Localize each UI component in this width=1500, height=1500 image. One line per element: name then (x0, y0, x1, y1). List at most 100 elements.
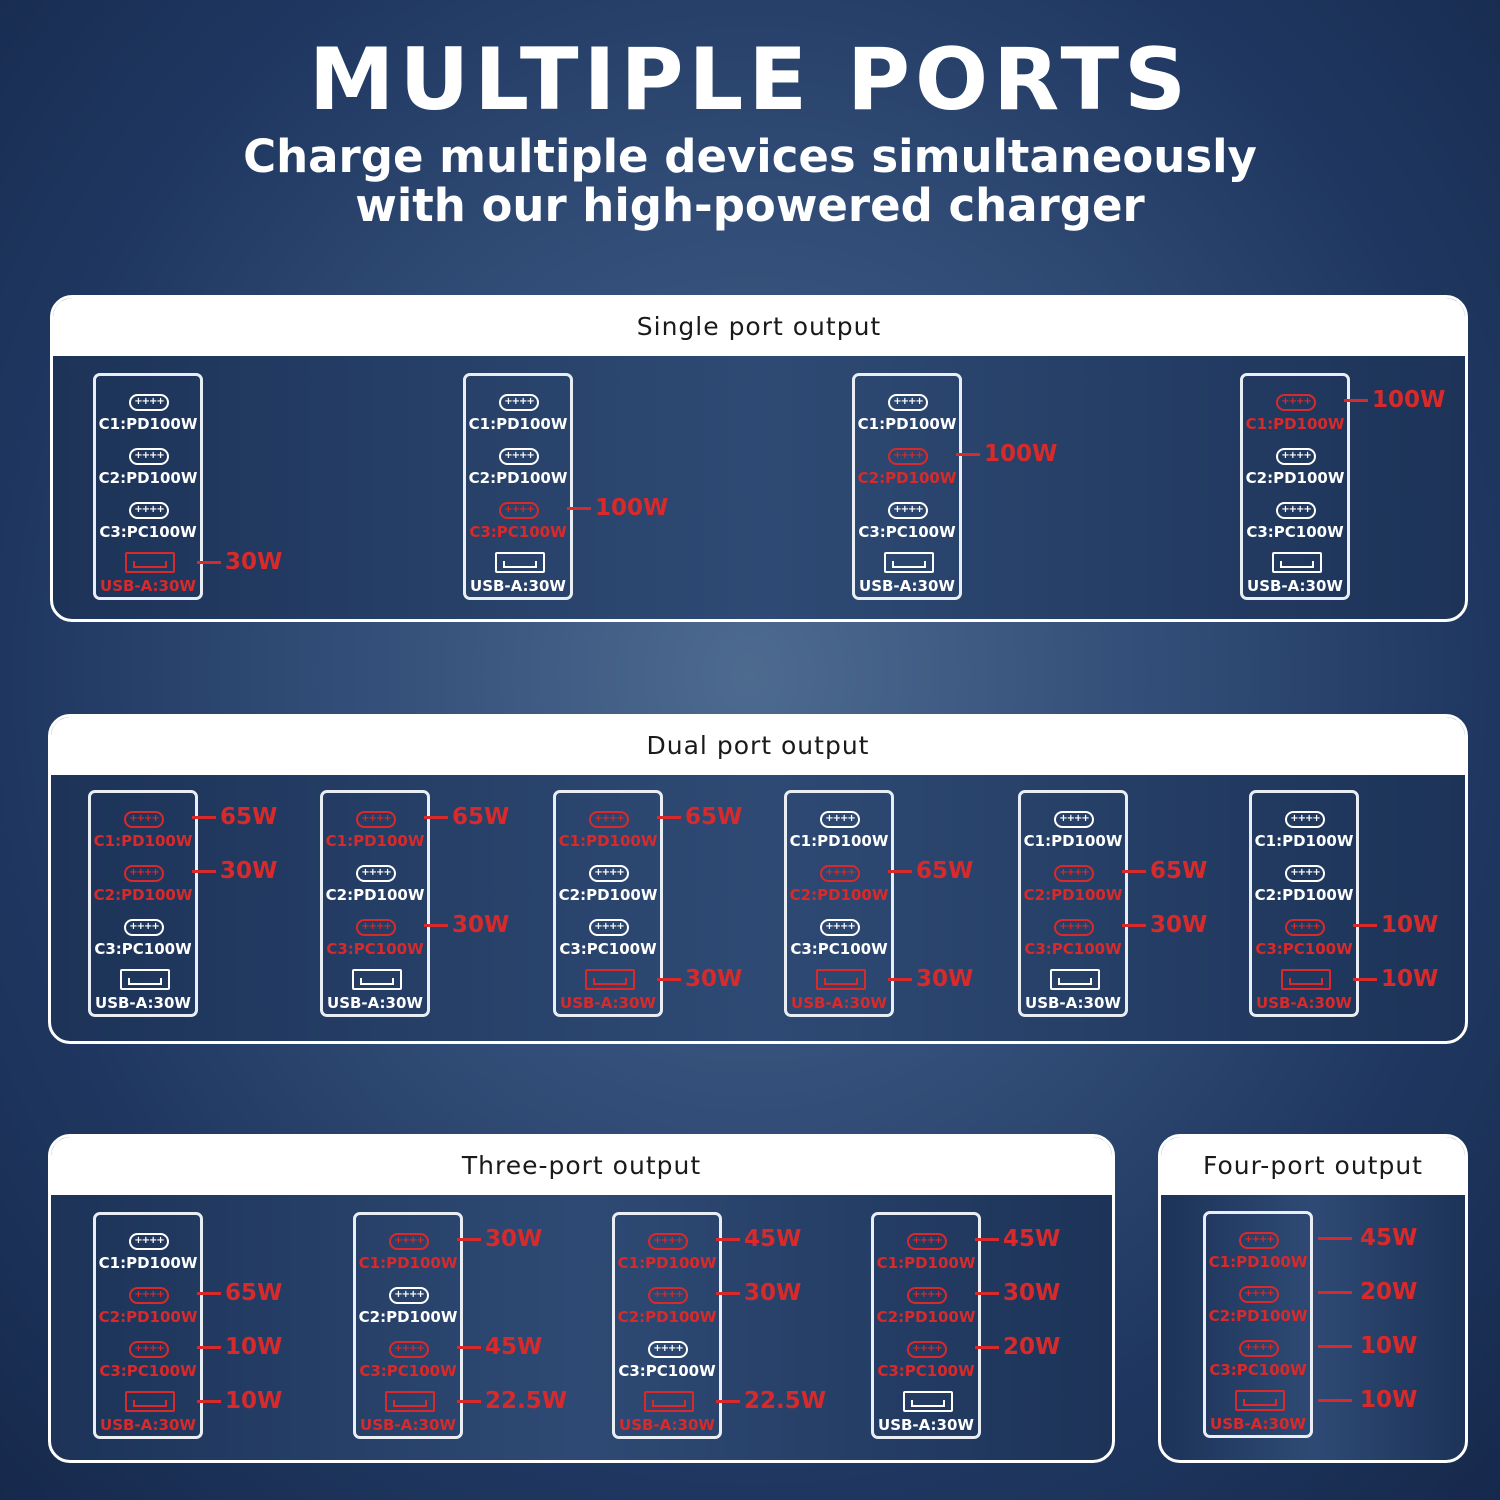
usb-c-port-icon: ++++ (356, 919, 396, 936)
output-arrow (1318, 1345, 1352, 1348)
usb-a-port-icon (903, 1391, 953, 1412)
output-arrow (197, 1400, 221, 1403)
port-label: C1:PD100W (1254, 832, 1354, 850)
port-label: USB-A:30W (560, 994, 656, 1012)
port-c2-pd100w: ++++C2:PD100W (855, 440, 959, 494)
output-watt-label: 45W (1003, 1226, 1061, 1252)
usb-c-port-icon: ++++ (907, 1233, 947, 1250)
port-c3-pc100w: ++++C3:PC100W (556, 911, 660, 965)
panel-title: Three-port output (51, 1137, 1112, 1195)
usb-c-port-icon: ++++ (1276, 502, 1316, 519)
usb-c-port-icon: ++++ (1285, 865, 1325, 882)
output-arrow (716, 1292, 740, 1295)
usb-c-port-icon: ++++ (129, 1287, 169, 1304)
output-watt-label: 10W (1381, 966, 1439, 992)
usb-c-port-icon: ++++ (124, 811, 164, 828)
port-label: C2:PD100W (1254, 886, 1354, 904)
output-arrow (716, 1400, 740, 1403)
output-watt-label: 30W (1003, 1280, 1061, 1306)
panel-dual-port-output: Dual port output++++C1:PD100W++++C2:PD10… (48, 714, 1468, 1044)
port-label: C3:PC100W (877, 1362, 975, 1380)
port-label: C2:PD100W (98, 1308, 198, 1326)
output-arrow (197, 1292, 221, 1295)
panel-title: Single port output (53, 298, 1465, 356)
usb-c-port-icon: ++++ (1239, 1340, 1279, 1357)
usb-a-port-icon (125, 1391, 175, 1412)
port-label: C2:PD100W (857, 469, 957, 487)
output-arrow (1318, 1399, 1352, 1402)
output-arrow (657, 978, 681, 981)
output-watt-label: 65W (916, 858, 974, 884)
port-usb-a-30w: USB-A:30W (96, 1387, 200, 1441)
port-c1-pd100w: ++++C1:PD100W (1243, 386, 1347, 440)
panel-title: Four-port output (1161, 1137, 1465, 1195)
port-c3-pc100w: ++++C3:PC100W (1206, 1332, 1310, 1386)
port-c1-pd100w: ++++C1:PD100W (855, 386, 959, 440)
output-watt-label: 65W (685, 804, 743, 830)
port-c1-pd100w: ++++ C1:PD100W (91, 803, 195, 857)
output-arrow (457, 1238, 481, 1241)
port-c1-pd100w: ++++C1:PD100W (96, 386, 200, 440)
output-watt-label: 30W (452, 912, 510, 938)
output-arrow (1344, 399, 1368, 402)
port-usb-a-30w: USB-A:30W (1243, 548, 1347, 602)
port-label: C2:PD100W (789, 886, 889, 904)
port-usb-a-30w: USB-A:30W (96, 548, 200, 602)
port-c3-pc100w: ++++C3:PC100W (1252, 911, 1356, 965)
port-c3-pc100w: ++++C3:PC100W (615, 1333, 719, 1387)
usb-c-port-icon: ++++ (820, 919, 860, 936)
port-c3-pc100w: ++++C3:PC100W (787, 911, 891, 965)
usb-c-port-icon: ++++ (124, 919, 164, 936)
port-label: USB-A:30W (1025, 994, 1121, 1012)
port-label: C1:PD100W (93, 832, 193, 850)
port-c2-pd100w: ++++ C2:PD100W (787, 857, 891, 911)
usb-c-port-icon: ++++ (1285, 811, 1325, 828)
port-label: USB-A:30W (327, 994, 423, 1012)
output-watt-label: 65W (1150, 858, 1208, 884)
subtitle-line-2: with our high-powered charger (355, 179, 1145, 232)
output-watt-label: 100W (595, 495, 669, 521)
port-label: USB-A:30W (470, 577, 566, 595)
output-watt-label: 10W (225, 1388, 283, 1414)
panel-four-port-output: Four-port output++++C1:PD100W++++C2:PD10… (1158, 1134, 1468, 1463)
usb-c-port-icon: ++++ (389, 1341, 429, 1358)
output-arrow (192, 816, 216, 819)
port-label: USB-A:30W (619, 1416, 715, 1434)
port-c1-pd100w: ++++C1:PD100W (356, 1225, 460, 1279)
port-label: USB-A:30W (878, 1416, 974, 1434)
port-label: C2:PD100W (1245, 469, 1345, 487)
port-usb-a-30w: USB-A:30W (323, 965, 427, 1019)
output-arrow (975, 1238, 999, 1241)
port-c3-pc100w: ++++C3:PC100W (96, 1333, 200, 1387)
port-c3-pc100w: ++++C3:PC100W (874, 1333, 978, 1387)
output-arrow (197, 561, 221, 564)
usb-c-port-icon: ++++ (907, 1287, 947, 1304)
usb-c-port-icon: ++++ (648, 1233, 688, 1250)
usb-c-port-icon: ++++ (356, 811, 396, 828)
usb-c-port-icon: ++++ (820, 865, 860, 882)
port-label: C1:PD100W (468, 415, 568, 433)
port-c3-pc100w: ++++C3:PC100W (356, 1333, 460, 1387)
output-watt-label: 22.5W (744, 1388, 827, 1414)
output-watt-label: 10W (225, 1334, 283, 1360)
port-label: C3:PC100W (1246, 523, 1344, 541)
port-label: C1:PD100W (876, 1254, 976, 1272)
output-arrow (716, 1238, 740, 1241)
port-usb-a-30w: USB-A:30W (1252, 965, 1356, 1019)
output-arrow (1318, 1237, 1352, 1240)
port-label: C2:PD100W (358, 1308, 458, 1326)
output-arrow (1122, 870, 1146, 873)
port-label: C3:PC100W (858, 523, 956, 541)
output-arrow (197, 1346, 221, 1349)
subtitle-line-1: Charge multiple devices simultaneously (243, 130, 1257, 183)
output-watt-label: 22.5W (485, 1388, 568, 1414)
port-c2-pd100w: ++++C2:PD100W (466, 440, 570, 494)
port-label: C2:PD100W (98, 469, 198, 487)
